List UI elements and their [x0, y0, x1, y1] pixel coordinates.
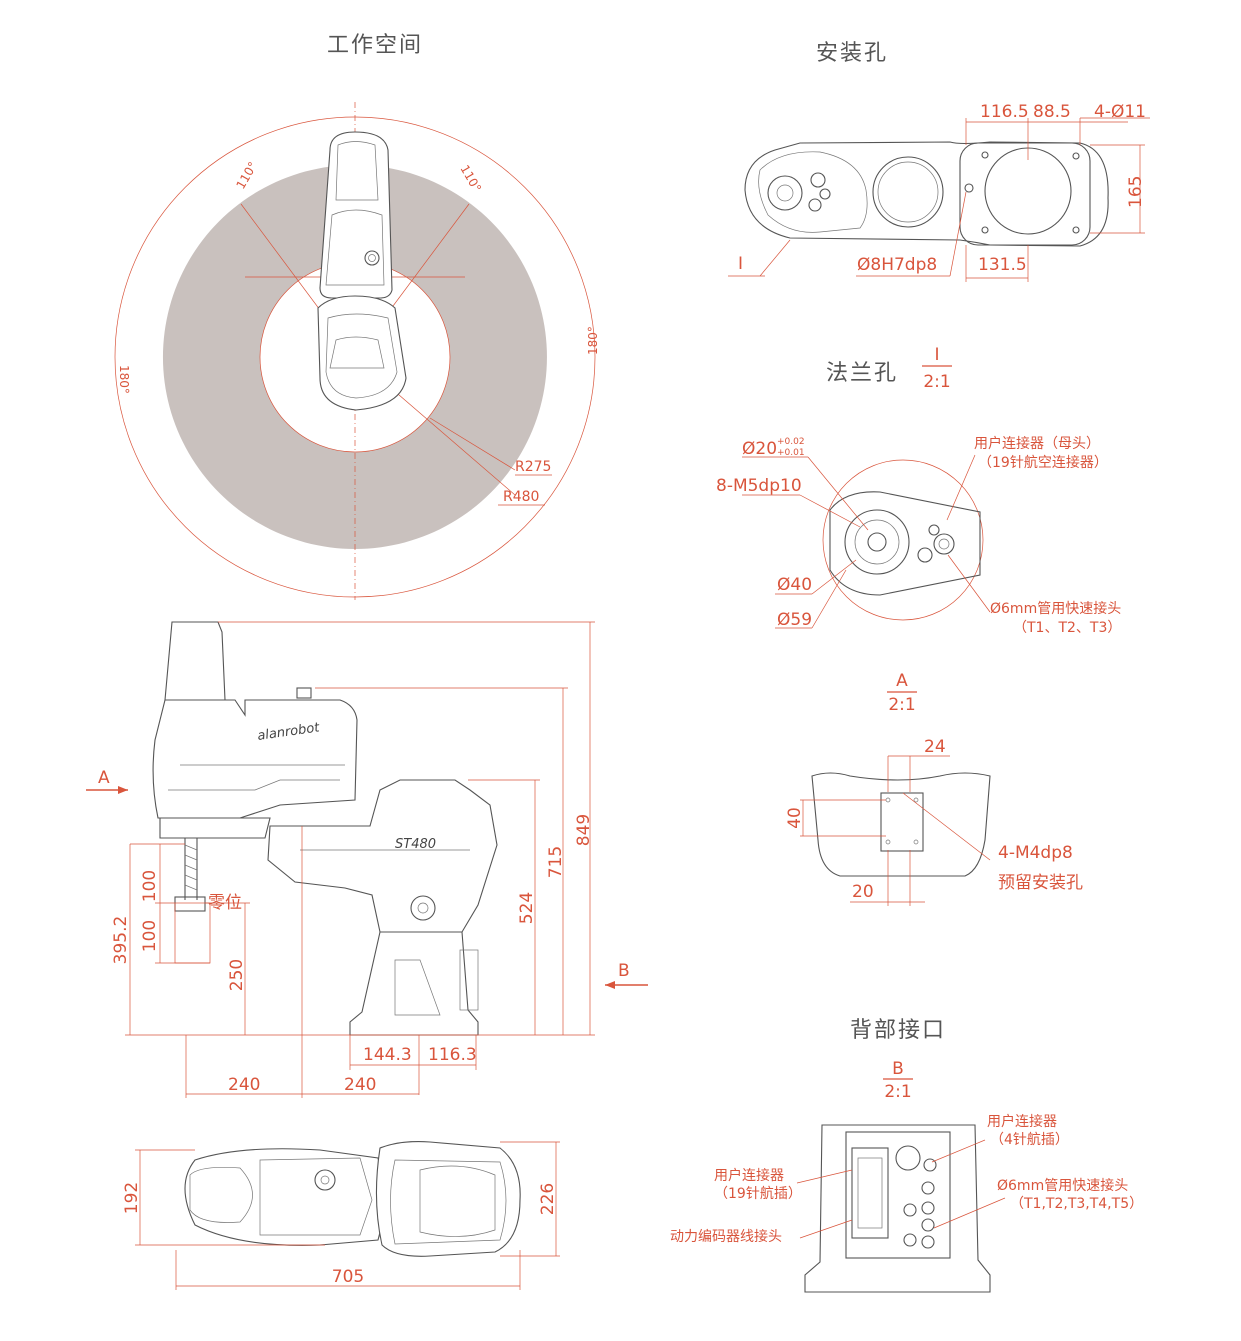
top-dim-192: 192 [122, 1182, 142, 1214]
angle-left-180: 180° [117, 365, 131, 394]
back-label: B [892, 1059, 904, 1079]
flange-holes-title: 法兰孔 [826, 361, 898, 386]
back-interface-view: B 2:1 用户连接器 （4针航插） 用户连接器 （19针航插） Ø6mm管用快… [670, 1059, 1143, 1293]
back-scale: 2:1 [884, 1082, 911, 1102]
view-a-thread: 4-M4dp8 [998, 843, 1073, 863]
view-a-note: 预留安装孔 [998, 873, 1083, 893]
view-a-dim-40: 40 [785, 807, 805, 829]
arm-underside [159, 817, 271, 839]
view-a-dim-24: 24 [924, 737, 946, 757]
angle-left-110: 110° [233, 159, 260, 191]
arrow-a-label: A [98, 768, 110, 788]
side-dim-524: 524 [517, 892, 537, 924]
side-view: alanrobot ST480 A B [86, 621, 648, 1098]
side-dim-395: 395.2 [111, 916, 131, 965]
view-a-label: A [896, 671, 908, 691]
back-encoder: 动力编码器线接头 [670, 1228, 782, 1245]
back-19pin-connector [851, 1147, 889, 1239]
side-model: ST480 [395, 837, 436, 852]
flange-d40: Ø40 [777, 575, 812, 595]
back-user4-2: （4针航插） [990, 1132, 1069, 1148]
mount-dim-d8h7: Ø8H7dp8 [857, 255, 937, 275]
radius-leader-275 [429, 417, 516, 471]
back-interface-title: 背部接口 [850, 1018, 946, 1043]
side-dim-144: 144.3 [363, 1045, 412, 1065]
flange-d59: Ø59 [777, 610, 812, 630]
view-a-scale: 2:1 [888, 695, 915, 715]
arrow-b-label: B [618, 961, 630, 981]
flange-d20: Ø20 [742, 439, 777, 459]
side-dim-715: 715 [546, 846, 566, 878]
mount-dim-88-5: 88.5 [1033, 102, 1071, 122]
first-arm [152, 699, 358, 819]
flange-quick-1: Ø6mm管用快速接头 [990, 600, 1121, 617]
flange-view: I 2:1 Ø20 +0.02 +0.01 8-M5dp10 Ø40 Ø59 用… [716, 345, 1121, 636]
side-dim-240a: 240 [228, 1075, 260, 1095]
top-view: 192 226 705 [122, 1141, 560, 1290]
flange-user-conn-2: （19针航空连接器） [978, 454, 1108, 471]
workspace-view: 110° 110° 180° 180° R275 R480 [114, 102, 600, 600]
view-a: A 2:1 24 40 20 4-M4dp8 预留安装孔 [785, 671, 1083, 906]
side-dim-250: 250 [227, 959, 247, 991]
workspace-title: 工作空间 [327, 33, 423, 58]
workspace-ring [162, 165, 547, 549]
flange-detail-circle [822, 459, 984, 621]
back-user19-2: （19针航插） [714, 1186, 802, 1202]
top-dim-226: 226 [538, 1183, 558, 1215]
side-dim-100b: 100 [140, 920, 160, 952]
robot-top-outline [317, 131, 407, 411]
side-zero-label: 零位 [208, 893, 242, 913]
side-dim-116: 116.3 [428, 1045, 477, 1065]
mounting-holes-view: 116.5 88.5 4-Ø11 165 131.5 Ø8H7dp8 I [728, 102, 1150, 282]
mount-dim-116-5: 116.5 [980, 102, 1029, 122]
zero-flange [174, 896, 206, 912]
side-dim-849: 849 [574, 814, 594, 846]
top-second-arm [375, 1141, 521, 1257]
back-user19-1: 用户连接器 [714, 1167, 784, 1184]
flange-section-label: I [934, 345, 939, 365]
flange-scale: 2:1 [923, 372, 950, 392]
radius-480: R480 [503, 489, 539, 505]
flange-quick-2: （T1、T2、T3） [1013, 620, 1121, 636]
top-dim-705: 705 [332, 1267, 364, 1287]
flange-tol-upper: +0.02 [777, 437, 805, 447]
view-a-dim-20: 20 [852, 882, 874, 902]
flange-tol-lower: +0.01 [777, 448, 805, 458]
mount-section-i: I [738, 254, 743, 274]
side-dim-100a: 100 [140, 870, 160, 902]
back-quick-1: Ø6mm管用快速接头 [997, 1177, 1128, 1194]
top-first-arm [184, 1148, 385, 1246]
mounting-holes-title: 安装孔 [816, 41, 888, 66]
mount-dim-131-5: 131.5 [978, 255, 1027, 275]
mount-dim-4-d11: 4-Ø11 [1094, 102, 1146, 122]
back-user4-1: 用户连接器 [987, 1113, 1057, 1130]
back-quick-2: （T1,T2,T3,T4,T5） [1010, 1196, 1143, 1212]
angle-right-180: 180° [586, 326, 600, 355]
flange-thread: 8-M5dp10 [716, 476, 802, 496]
flange-user-conn-1: 用户连接器（母头） [974, 435, 1100, 452]
side-dim-240b: 240 [344, 1075, 376, 1095]
angle-right-110: 110° [457, 163, 484, 195]
back-housing [804, 1124, 991, 1293]
mount-dim-165: 165 [1126, 176, 1146, 208]
radius-275: R275 [515, 459, 551, 475]
motor-housing [164, 621, 226, 701]
second-arm [267, 779, 498, 933]
base [349, 931, 479, 1036]
